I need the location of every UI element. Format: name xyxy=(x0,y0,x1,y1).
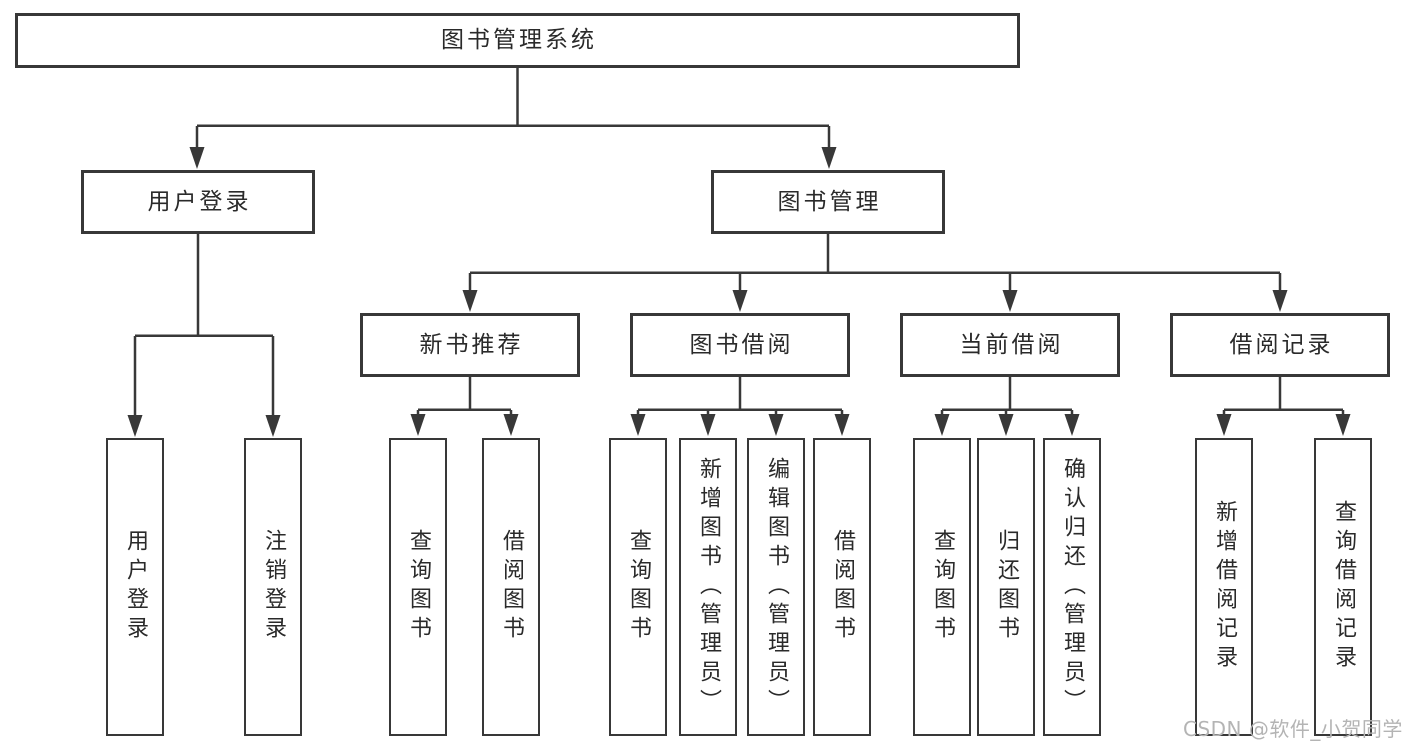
leaf-label: 查询图书 xyxy=(626,529,651,645)
leaf-user-login: 用户登录 xyxy=(106,438,164,736)
node-library-management-system: 图书管理系统 xyxy=(15,13,1020,68)
leaf-logout-login: 注销登录 xyxy=(244,438,302,736)
node-borrowing-records: 借阅记录 xyxy=(1170,313,1390,377)
node-label: 新书推荐 xyxy=(419,331,524,358)
leaf-add-borrow-record: 新增借阅记录 xyxy=(1195,438,1253,736)
node-new-book-recommend: 新书推荐 xyxy=(360,313,580,377)
node-book-management: 图书管理 xyxy=(711,170,945,234)
leaf-label: 编辑图书（管理员） xyxy=(764,456,789,718)
node-label: 用户登录 xyxy=(147,188,252,215)
node-label: 图书借阅 xyxy=(689,331,794,358)
node-book-borrowing: 图书借阅 xyxy=(630,313,850,377)
leaf-query-borrow-record: 查询借阅记录 xyxy=(1314,438,1372,736)
leaf-query-books-recommend: 查询图书 xyxy=(389,438,447,736)
node-label: 当前借阅 xyxy=(959,331,1064,358)
csdn-watermark: CSDN @软件_小贺同学 xyxy=(1183,717,1403,741)
leaf-return-books: 归还图书 xyxy=(977,438,1035,736)
node-current-borrowing: 当前借阅 xyxy=(900,313,1120,377)
node-label: 图书管理系统 xyxy=(441,27,597,53)
leaf-label: 新增图书（管理员） xyxy=(696,456,721,718)
leaf-query-books-borrowing: 查询图书 xyxy=(609,438,667,736)
leaf-label: 新增借阅记录 xyxy=(1212,500,1237,674)
leaf-borrow-books: 借阅图书 xyxy=(813,438,871,736)
arrowheads xyxy=(127,147,1351,437)
leaf-label: 查询图书 xyxy=(406,529,431,645)
leaf-label: 借阅图书 xyxy=(830,529,855,645)
leaf-query-books-current: 查询图书 xyxy=(913,438,971,736)
leaf-borrow-books-recommend: 借阅图书 xyxy=(482,438,540,736)
leaf-label: 查询借阅记录 xyxy=(1331,500,1356,674)
leaf-edit-books-admin: 编辑图书（管理员） xyxy=(747,438,805,736)
leaf-label: 查询图书 xyxy=(930,529,955,645)
leaf-label: 用户登录 xyxy=(123,529,148,645)
leaf-confirm-return-admin: 确认归还（管理员） xyxy=(1043,438,1101,736)
node-user-login: 用户登录 xyxy=(81,170,315,234)
leaf-label: 借阅图书 xyxy=(499,529,524,645)
leaf-add-books-admin: 新增图书（管理员） xyxy=(679,438,737,736)
node-label: 图书管理 xyxy=(777,188,882,215)
leaf-label: 注销登录 xyxy=(261,529,286,645)
node-label: 借阅记录 xyxy=(1229,331,1334,358)
leaf-label: 归还图书 xyxy=(994,529,1019,645)
leaf-label: 确认归还（管理员） xyxy=(1060,456,1085,718)
